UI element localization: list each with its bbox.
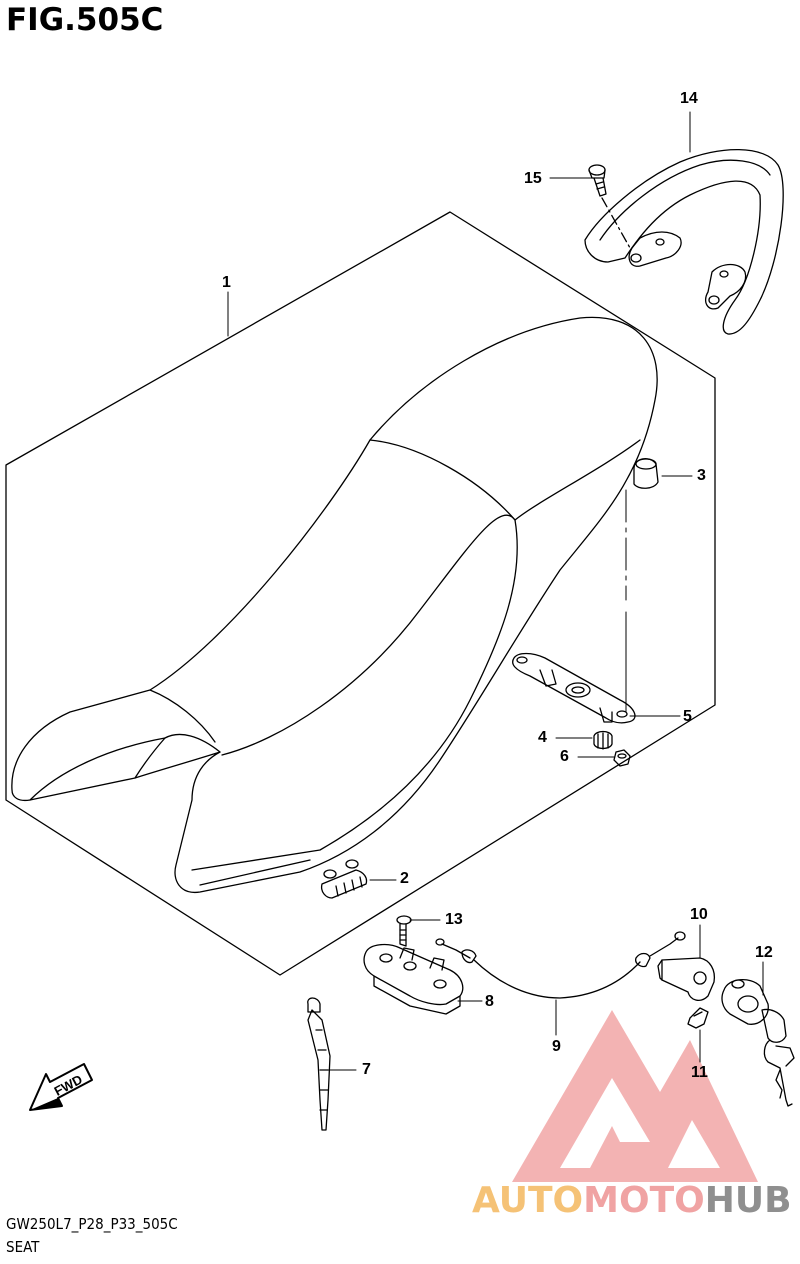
watermark-text: AUTOMOTOHUB — [472, 1180, 792, 1221]
callout-4: 4 — [538, 729, 547, 746]
lock-set-part-12 — [721, 979, 795, 1107]
callout-1: 1 — [222, 274, 231, 291]
cable-part-9 — [435, 931, 686, 999]
seat-assembly-outline — [5, 211, 716, 976]
callout-9: 9 — [552, 1038, 561, 1055]
cable-tie-part-7 — [307, 997, 331, 1131]
grab-rail-part-14 — [584, 148, 784, 335]
bracket-part-10 — [657, 957, 716, 1002]
watermark-logo — [512, 1010, 758, 1182]
cap-nut-part-3 — [633, 458, 659, 489]
fwd-label: FWD — [52, 1072, 85, 1099]
callout-5: 5 — [683, 708, 692, 725]
callout-11: 11 — [691, 1064, 708, 1081]
callout-7: 7 — [362, 1061, 371, 1078]
seat-part-1 — [11, 316, 658, 893]
screw-part-13 — [396, 915, 412, 947]
callout-8: 8 — [485, 993, 494, 1010]
watermark-auto: AUTO — [472, 1180, 584, 1221]
nut-part-6 — [613, 749, 631, 767]
clip-part-11 — [687, 1007, 709, 1029]
callout-6: 6 — [560, 748, 569, 765]
callout-14: 14 — [680, 90, 698, 107]
bracket-part-5 — [512, 652, 636, 724]
watermark-moto: MOTO — [583, 1180, 705, 1221]
figure-code: GW250L7_P28_P33_505C — [6, 1215, 178, 1233]
callout-15: 15 — [524, 170, 542, 187]
figure-name: SEAT — [6, 1238, 40, 1256]
callout-13: 13 — [445, 911, 463, 928]
callout-2: 2 — [400, 870, 409, 887]
callout-3: 3 — [697, 467, 706, 484]
figure-title: FIG.505C — [6, 2, 164, 38]
clip-part-4 — [593, 730, 613, 750]
callout-10: 10 — [690, 906, 708, 923]
leader-lines — [227, 111, 764, 1071]
cushion-part-2 — [320, 859, 368, 899]
callout-12: 12 — [755, 944, 773, 961]
watermark-hub: HUB — [704, 1180, 792, 1221]
fwd-arrow-icon — [29, 1063, 93, 1111]
latch-base-part-8 — [363, 943, 464, 1015]
bolt-part-15 — [588, 164, 631, 249]
